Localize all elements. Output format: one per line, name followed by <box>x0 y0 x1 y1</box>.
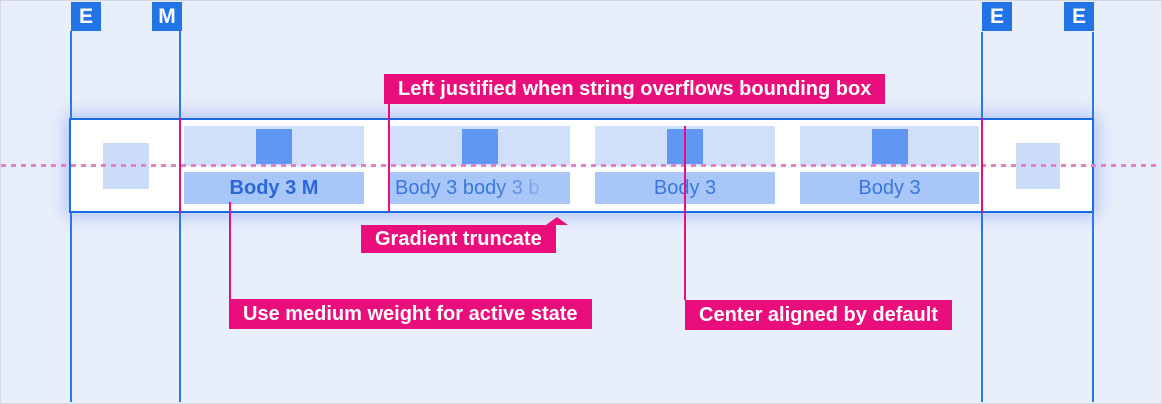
spacing-marker-e2: E <box>982 2 1012 31</box>
tab-item-truncated[interactable]: Body 3 body 3 b <box>390 126 570 204</box>
guide-line-right-e2 <box>1092 32 1094 402</box>
spacing-marker-letter: M <box>158 4 176 28</box>
spacing-marker-e3: E <box>1064 2 1094 31</box>
annotation-left-justified: Left justified when string overflows bou… <box>384 74 886 104</box>
center-dashed-guide <box>1 164 1161 167</box>
gradient-truncate-fade <box>496 172 570 204</box>
spacing-marker-e1: E <box>71 2 101 31</box>
guide-line-left-e <box>70 31 72 402</box>
tab-item-default-2[interactable]: Body 3 <box>800 126 979 204</box>
annotation-gradient-truncate: Gradient truncate <box>361 217 568 253</box>
spacing-marker-letter: E <box>1071 4 1086 28</box>
annotation-gradient-truncate-text: Gradient truncate <box>375 228 542 250</box>
leader-center-aligned <box>684 126 686 300</box>
tab-label: Body 3 M <box>184 172 364 204</box>
tab-icon-placeholder <box>256 129 292 164</box>
spacing-marker-m: M <box>152 2 182 31</box>
content-edge-line-left <box>179 118 181 213</box>
tab-item-active[interactable]: Body 3 M <box>184 126 364 204</box>
spacing-marker-letter: E <box>78 4 93 28</box>
guide-line-right-e1-lower <box>981 213 983 402</box>
content-edge-line-right <box>981 118 983 213</box>
guide-line-m-upper <box>179 31 181 118</box>
leader-left-justified <box>388 104 390 212</box>
guide-line-m-lower <box>179 213 181 402</box>
leader-medium-weight <box>229 202 231 299</box>
guide-line-right-e1-upper <box>981 32 983 118</box>
pointer-up-icon <box>545 217 568 225</box>
tab-icon-placeholder <box>462 129 498 164</box>
annotation-medium-weight: Use medium weight for active state <box>229 299 592 329</box>
tab-icon-placeholder <box>871 129 908 164</box>
spacing-marker-letter: E <box>989 4 1004 28</box>
annotation-center-aligned: Center aligned by default <box>685 300 952 330</box>
tab-label: Body 3 <box>800 172 979 204</box>
